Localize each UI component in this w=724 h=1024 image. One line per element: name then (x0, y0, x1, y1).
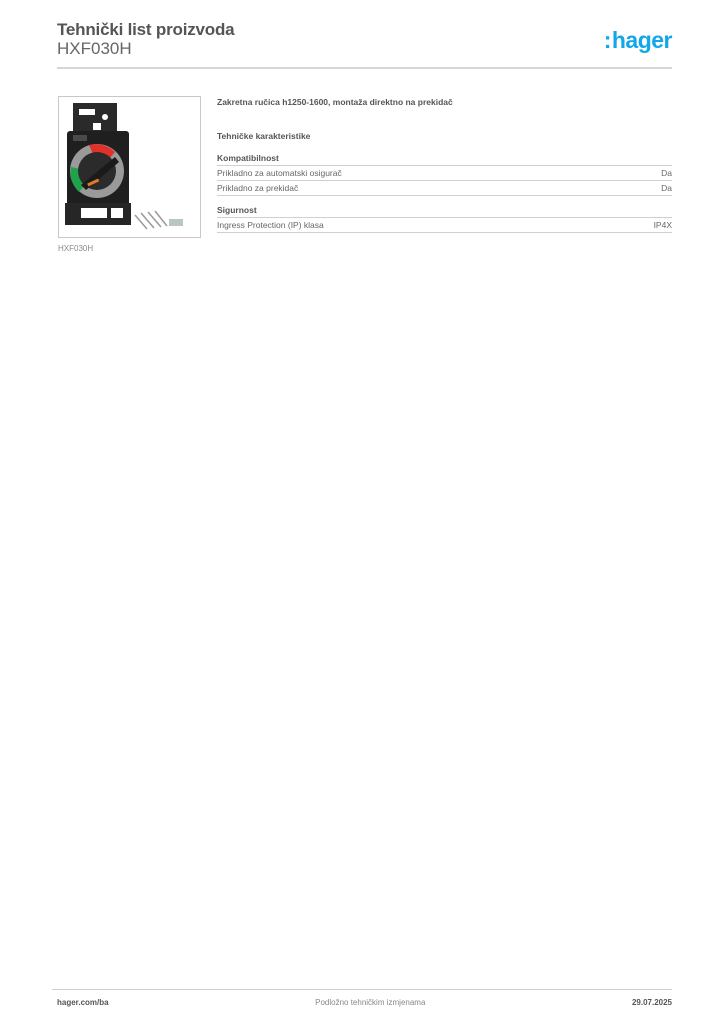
product-code: HXF030H (57, 39, 132, 58)
spec-row: Prikladno za prekidač Da (217, 181, 672, 196)
footer-website-link[interactable]: hager.com/ba (57, 998, 109, 1007)
spec-label: Prikladno za prekidač (217, 183, 299, 193)
page-header: Tehnički list proizvoda HXF030H :hager (57, 20, 673, 58)
spec-label: Prikladno za automatski osigurač (217, 168, 342, 178)
spec-label: Ingress Protection (IP) klasa (217, 220, 324, 230)
logo-text: hager (611, 27, 673, 53)
product-image-caption: HXF030H (58, 244, 94, 253)
footer-divider (52, 989, 672, 990)
spec-group-title: Sigurnost (217, 204, 672, 218)
page-footer: hager.com/ba Podložno tehničkim izmjenam… (57, 998, 672, 1007)
spec-group-title: Kompatibilnost (217, 152, 672, 166)
product-description: Zakretna ručica h1250-1600, montaža dire… (217, 97, 453, 107)
document-title: Tehnički list proizvoda (57, 20, 235, 39)
spec-group-safety: Sigurnost Ingress Protection (IP) klasa … (217, 204, 672, 233)
product-image (58, 96, 201, 238)
header-divider (57, 67, 672, 69)
footer-notice: Podložno tehničkim izmjenama (315, 998, 426, 1007)
spec-group-compatibility: Kompatibilnost Prikladno za automatski o… (217, 152, 672, 196)
hager-logo: :hager (603, 27, 673, 54)
spec-value: IP4X (653, 220, 672, 230)
spec-value: Da (661, 168, 672, 178)
footer-date: 29.07.2025 (631, 998, 672, 1007)
specs-heading: Tehničke karakteristike (217, 131, 311, 141)
spec-value: Da (661, 183, 672, 193)
logo-colon: : (603, 27, 612, 53)
spec-row: Prikladno za automatski osigurač Da (217, 166, 672, 181)
product-details: Zakretna ručica h1250-1600, montaža dire… (217, 96, 672, 233)
spec-row: Ingress Protection (IP) klasa IP4X (217, 218, 672, 233)
rotary-handle-product-image-icon (65, 103, 183, 230)
